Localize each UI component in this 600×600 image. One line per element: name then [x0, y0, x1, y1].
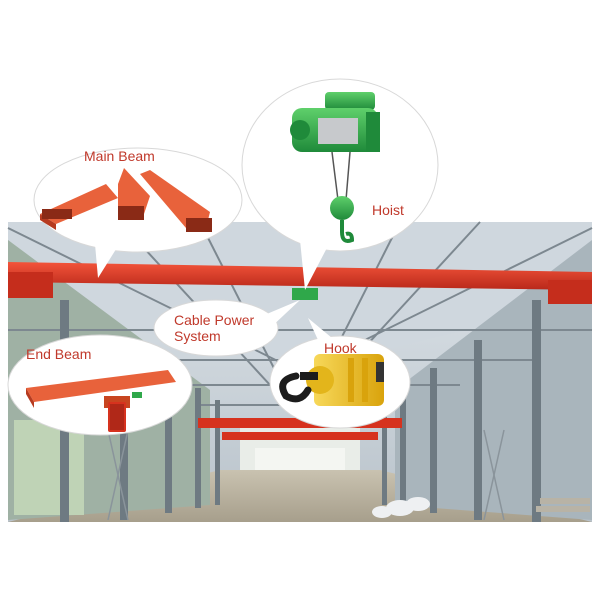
end-beam-label: End Beam [26, 346, 92, 362]
cable-power-system-label: Cable Power System [174, 312, 254, 344]
cable-power-system-label-line2: System [174, 328, 221, 344]
main-beam-callout [33, 147, 243, 278]
hook-label: Hook [324, 340, 357, 356]
hoist-callout [241, 78, 439, 290]
main-beam-illustration [40, 168, 212, 232]
warehouse-photo [7, 221, 593, 522]
hoist-illustration [290, 92, 380, 243]
main-beam-label: Main Beam [84, 148, 155, 164]
cable-power-system-callout [153, 299, 300, 357]
hoist-label: Hoist [372, 202, 404, 218]
cable-power-system-label-line1: Cable Power [174, 312, 255, 328]
end-beam-callout [7, 334, 193, 436]
end-beam-illustration [26, 370, 176, 432]
hook-callout [269, 318, 411, 429]
hook-block-illustration [279, 354, 384, 406]
